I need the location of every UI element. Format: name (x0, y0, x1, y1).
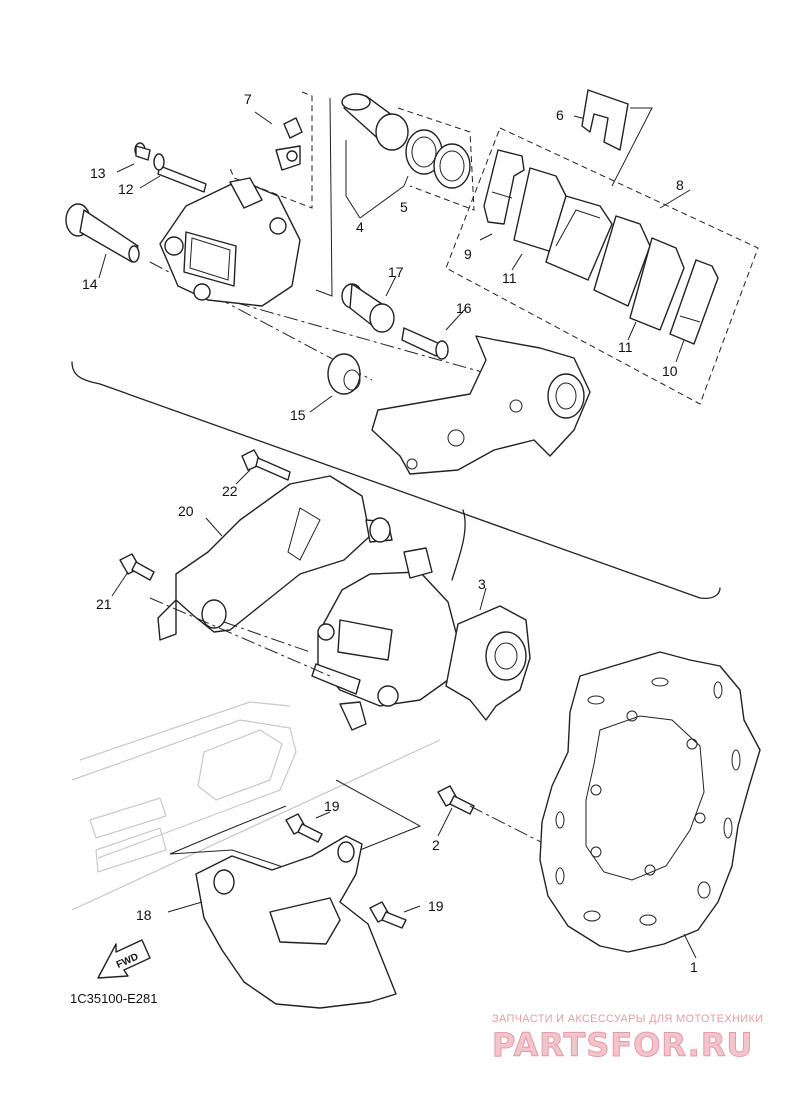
callout-18: 18 (136, 907, 152, 923)
callout-6: 6 (556, 107, 564, 123)
guard-mount-lines (169, 779, 422, 873)
callout-15: 15 (290, 407, 306, 423)
leader-21 (111, 571, 129, 597)
leader-22 (235, 469, 251, 485)
callout-2: 2 (432, 837, 440, 853)
leader-15 (309, 395, 333, 413)
callout-11a: 11 (502, 270, 517, 286)
leader-3 (479, 587, 487, 611)
leader-1 (683, 933, 697, 959)
leader-9 (479, 233, 493, 241)
leader-7 (254, 111, 273, 125)
bolt-21 (119, 553, 155, 581)
callout-19a: 19 (324, 798, 340, 814)
plug-13 (134, 142, 151, 161)
callout-1: 1 (690, 959, 698, 975)
leader-4 (345, 140, 409, 219)
section-divider-line (71, 361, 721, 600)
bleed-screw-7 (275, 117, 303, 171)
callout-4: 4 (356, 219, 364, 235)
callout-20: 20 (178, 503, 194, 519)
brake-pad-11a (513, 167, 613, 281)
leader-18 (167, 901, 203, 913)
caliper-bracket-top (371, 335, 591, 475)
leader-11b (627, 321, 637, 341)
leader-8 (659, 189, 691, 209)
callout-11b: 11 (618, 339, 633, 355)
caliper-edge-line (315, 97, 333, 297)
leader-10 (675, 339, 685, 363)
leader-17 (385, 275, 397, 297)
callout-16: 16 (456, 300, 472, 316)
piston-4 (341, 93, 409, 151)
callout-22: 22 (222, 483, 238, 499)
clip-6 (581, 89, 629, 151)
watermark: ЗАПЧАСТИ И АКСЕССУАРЫ ДЛЯ МОТОТЕХНИКИ PA… (492, 1013, 764, 1065)
leader-12 (139, 175, 161, 189)
callout-10: 10 (662, 363, 678, 379)
leader-13 (116, 163, 135, 173)
pin-16 (401, 327, 449, 360)
leader-16 (445, 307, 467, 331)
watermark-tagline: ЗАПЧАСТИ И АКСЕССУАРЫ ДЛЯ МОТОТЕХНИКИ (492, 1013, 763, 1025)
callout-9: 9 (464, 246, 472, 262)
bolt-19a (285, 813, 323, 843)
axis-line-3 (149, 597, 331, 677)
leader-14 (98, 253, 107, 279)
bolt-2 (437, 785, 475, 815)
disc-guard-18 (195, 835, 397, 1009)
callout-8: 8 (676, 177, 684, 193)
group-box-5 (397, 107, 475, 211)
brake-disc-1 (539, 651, 761, 953)
leader-2 (437, 807, 453, 837)
bolt-19b (369, 901, 407, 929)
axis-line-4 (223, 621, 311, 653)
caliper-body-top (159, 177, 301, 307)
leader-19b (403, 905, 421, 913)
caliper-assembly-3 (311, 547, 531, 731)
leader-20 (205, 517, 223, 537)
brake-pad-11b (593, 215, 685, 331)
callout-13: 13 (90, 165, 106, 181)
callout-21: 21 (96, 596, 112, 612)
divider-link-line (451, 509, 466, 581)
bolt-14 (65, 203, 140, 263)
callout-5: 5 (400, 199, 408, 215)
callout-19b: 19 (428, 898, 444, 914)
boot-15 (327, 353, 361, 395)
swingarm-outline (71, 701, 441, 911)
callout-3: 3 (478, 576, 486, 592)
callout-17: 17 (388, 264, 404, 280)
callout-14: 14 (82, 276, 98, 292)
callout-7: 7 (244, 91, 252, 107)
group-box-7 (229, 91, 313, 209)
bushing-17 (341, 283, 395, 333)
watermark-brand: PARTSFOR.RU (492, 1026, 753, 1064)
callout-12: 12 (118, 181, 134, 197)
pad-spring-10 (669, 259, 719, 345)
leader-11a (511, 253, 523, 271)
diagram-code: 1C35100-E281 (70, 991, 157, 1006)
caliper-guard-20 (157, 475, 393, 641)
fwd-arrow-icon (97, 939, 151, 979)
pin-12 (153, 153, 207, 193)
leader-19a (315, 811, 331, 819)
pad-spring-9 (483, 149, 525, 225)
group-box-8 (445, 127, 759, 405)
seal-5b (433, 143, 471, 189)
bolt-22 (241, 449, 291, 481)
